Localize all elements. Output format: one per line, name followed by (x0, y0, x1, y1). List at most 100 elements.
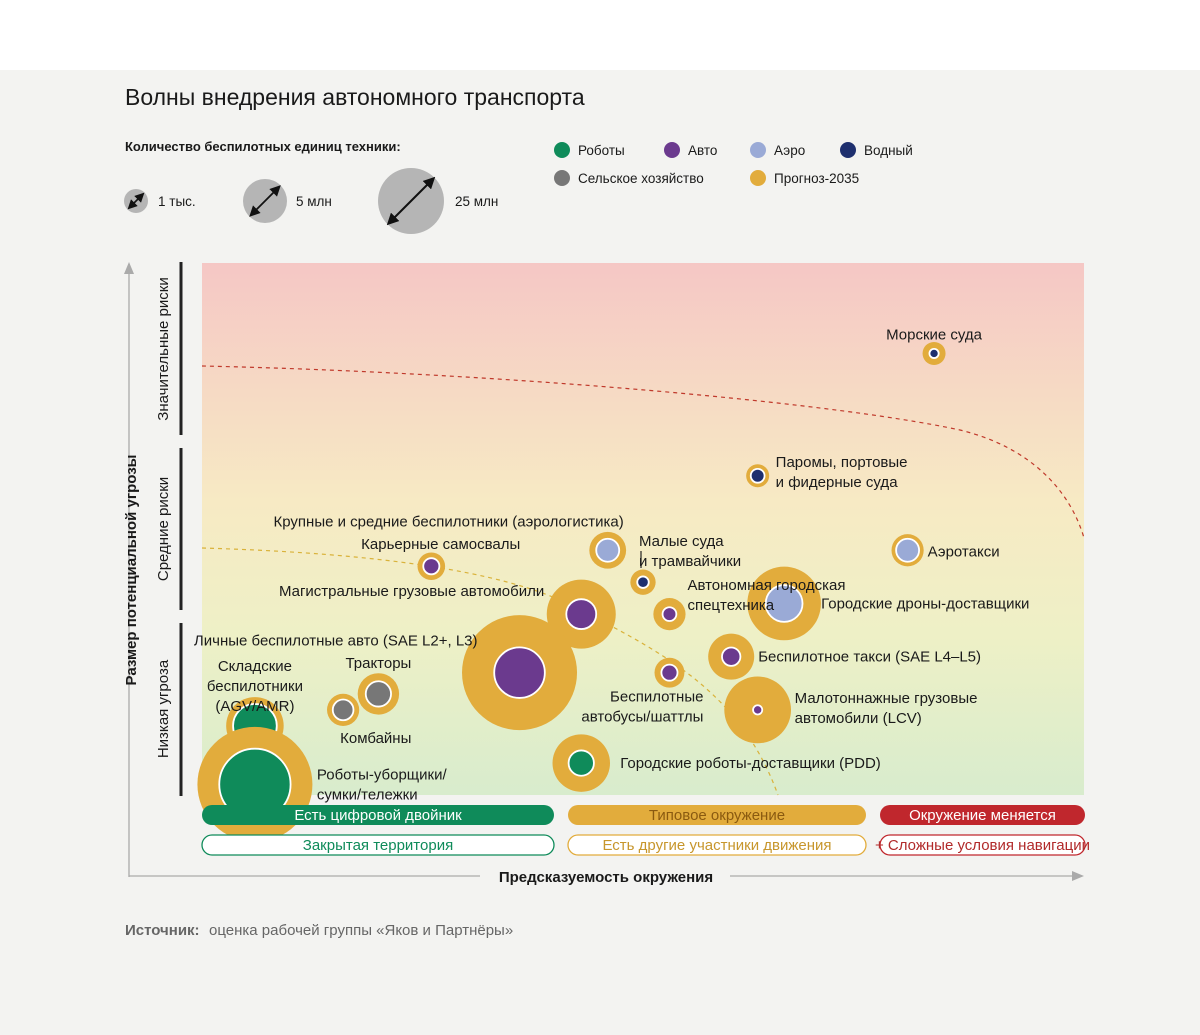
bubble-aero (747, 566, 821, 641)
bubble-current (364, 680, 392, 708)
bar-row2-label: Есть другие участники движения (602, 837, 831, 854)
source-line: Источник: оценка рабочей группы «Яков и … (125, 922, 513, 939)
bar-row2-label: Закрытая территория (303, 837, 453, 854)
bubble-water (922, 341, 946, 365)
bubble-current (567, 749, 595, 777)
size-legend-label-5m: 5 млн (296, 194, 332, 209)
legend-forecast-label: Прогноз-2035 (774, 171, 859, 186)
bubble-label: Тракторы (345, 655, 411, 672)
bubble-label: Комбайны (340, 730, 411, 747)
bubble-auto (724, 676, 792, 744)
bubble-label: Городские роботы-доставщики (PDD) (620, 755, 881, 772)
bubble-current (764, 584, 804, 623)
wave-boundary-red (201, 365, 1085, 539)
bubble-current (752, 704, 764, 716)
legend-water-dot-icon (840, 142, 856, 158)
bottom-bars: Есть цифровой двойник Типовое окружение Ок… (201, 805, 1090, 856)
bubble-current (661, 606, 678, 622)
bubble-label: Городские дроны-доставщики (821, 595, 1029, 612)
bubble-robots (552, 734, 611, 792)
bubble-current (721, 646, 742, 667)
source-text: оценка рабочей группы «Яков и Партнёры» (209, 922, 513, 939)
bubble-current (660, 663, 679, 682)
chart-title: Волны внедрения автономного транспорта (125, 84, 585, 110)
legend-auto-label: Авто (688, 143, 717, 158)
bar-row1-1: Типовое окружение (568, 805, 866, 825)
bar-row1-label: Есть цифровой двойник (294, 807, 462, 824)
legend-robots-dot-icon (554, 142, 570, 158)
bar-row2-0: Закрытая территория (201, 834, 555, 856)
bubble-water (630, 569, 656, 595)
bubble-agri (357, 673, 400, 715)
size-legend-25m: 25 млн (378, 168, 498, 234)
bar-row1-label: Окружение меняется (909, 807, 1056, 824)
bubble-current (928, 347, 940, 359)
risk-band-low: Низкая угроза (155, 659, 172, 758)
legend-agri-label: Сельское хозяйство (578, 171, 704, 186)
bubble-label: Крупные и средние беспилотники (аэрологи… (274, 513, 624, 530)
bubble-water (746, 464, 770, 488)
bar-row2-label: + Сложные условия навигации (875, 837, 1090, 854)
y-axis (124, 262, 134, 877)
legend-forecast: Прогноз-2035 (750, 170, 859, 186)
legend-agri: Сельское хозяйство (554, 170, 704, 186)
bubble-label: Беспилотное такси (SAE L4–L5) (758, 649, 981, 666)
legend-water: Водный (840, 142, 913, 158)
legend-auto-dot-icon (664, 142, 680, 158)
bubble-current (493, 646, 546, 699)
bar-row1-label: Типовое окружение (649, 807, 785, 824)
legend-auto: Авто (664, 142, 717, 158)
size-legend-heading: Количество беспилотных единиц техники: (125, 139, 401, 154)
bubble-auto (654, 657, 685, 688)
bubble-current (895, 537, 920, 563)
chart-figure: Волны внедрения автономного транспорта К… (123, 84, 1090, 939)
chart-canvas: Волны внедрения автономного транспорта К… (0, 70, 1200, 1035)
bubble-agri (327, 693, 360, 726)
bubble-label: Морские суда (886, 326, 983, 343)
legend-forecast-dot-icon (750, 170, 766, 186)
legend-robots-label: Роботы (578, 143, 625, 158)
bubble-auto (653, 598, 686, 631)
bubble-auto (417, 552, 446, 581)
bubble-current (331, 698, 355, 722)
legend-agri-dot-icon (554, 170, 570, 186)
bubble-auto (462, 615, 578, 731)
bubble-label: Аэротакси (928, 543, 1000, 560)
source-bold: Источник: (125, 922, 200, 939)
size-legend-label-25m: 25 млн (455, 194, 498, 209)
legend-aero-label: Аэро (774, 143, 805, 158)
category-legend: Роботы Авто Аэро Водный Сельское хозяйст… (554, 142, 913, 186)
bubble-label: Карьерные самосвалы (361, 536, 520, 553)
bubble-current (422, 557, 441, 576)
size-legend-label-1k: 1 тыс. (158, 194, 196, 209)
bar-row2-2: + Сложные условия навигации (875, 834, 1090, 856)
bubble-current (636, 575, 650, 589)
x-axis-label: Предсказуемость окружения (499, 869, 713, 886)
risk-band-medium: Средние риски (155, 477, 172, 581)
bubble-current (565, 598, 598, 630)
bubble-current (749, 467, 766, 484)
legend-water-label: Водный (864, 143, 913, 158)
risk-band-high: Значительные риски (155, 277, 172, 420)
bubble-auto (708, 633, 755, 680)
legend-aero: Аэро (750, 142, 805, 158)
bubble-auto (546, 579, 616, 649)
bubble-label: Личные беспилотные авто (SAE L2+, L3) (194, 633, 478, 650)
legend-robots: Роботы (554, 142, 625, 158)
bubble-aero (589, 531, 627, 569)
size-legend-1k: 1 тыс. (124, 189, 196, 213)
bar-row2-1: Есть другие участники движения (567, 834, 867, 856)
bar-row1-2: Окружение меняется (880, 805, 1085, 825)
legend-aero-dot-icon (750, 142, 766, 158)
bubble-label: Магистральные грузовые автомобили (279, 583, 544, 600)
bubble-aero (891, 534, 924, 567)
y-axis-label: Размер потенциальной угрозы (123, 455, 140, 686)
bubble-label: Роботы-уборщики/сумки/тележки (317, 766, 448, 803)
bar-row1-0: Есть цифровой двойник (202, 805, 554, 825)
